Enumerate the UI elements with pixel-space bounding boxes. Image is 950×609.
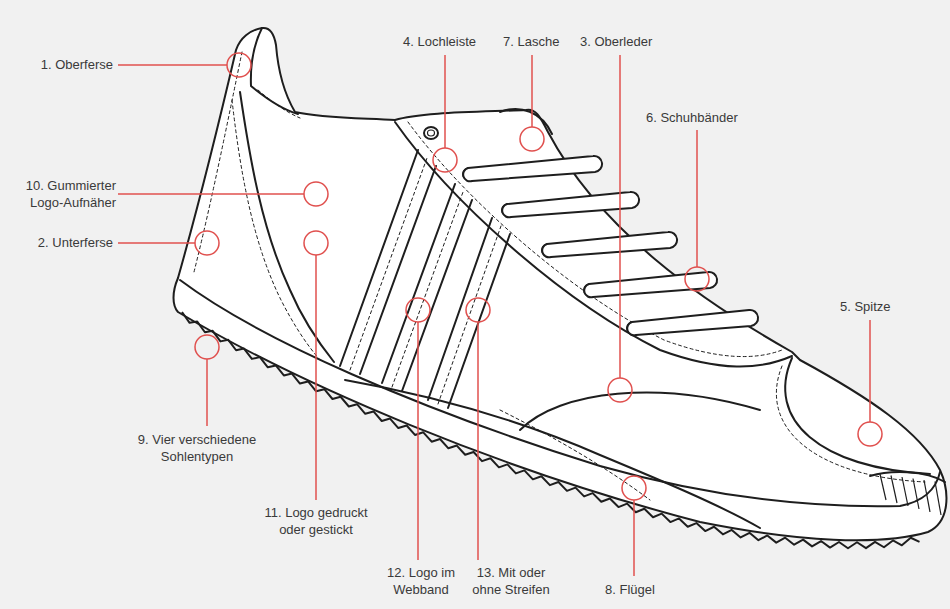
callout-label: 12. Logo im Webband (380, 564, 462, 598)
shoelace (542, 232, 677, 257)
callout-label: 4. Lochleiste (403, 33, 476, 50)
callout-circle (685, 267, 709, 291)
toe-ridge (891, 476, 897, 504)
callout-label: 6. Schuhbänder (646, 109, 738, 126)
callout-circle (520, 127, 544, 151)
vamp-line (520, 393, 760, 430)
leader-line (869, 320, 871, 422)
eyestay-edge (395, 122, 792, 367)
leader-line (531, 55, 533, 127)
shoe-outline (174, 28, 947, 540)
shoelace (584, 272, 717, 297)
callout-label: 13. Mit oder ohne Streifen (463, 564, 559, 598)
toe-ridge (924, 480, 930, 512)
callout-label: 8. Flügel (605, 581, 655, 598)
callout-circle (195, 231, 219, 255)
midsole-line (180, 280, 940, 506)
callout-label: 7. Lasche (503, 33, 559, 50)
callout-circle (304, 231, 328, 255)
collar-stitch (258, 90, 300, 118)
callout-label: 9. Vier verschiedene Sohlentypen (125, 431, 270, 465)
callout-circle (406, 298, 430, 322)
callout-circle (608, 378, 632, 402)
tongue (500, 109, 552, 134)
leader-line (477, 322, 479, 560)
leader-line (118, 242, 195, 244)
stripe (382, 184, 472, 391)
callout-circle (622, 476, 646, 500)
leader-line (315, 255, 317, 500)
leader-line (633, 500, 635, 576)
callout-circle (304, 182, 328, 206)
callout-circle (466, 298, 490, 322)
leader-line (444, 55, 446, 148)
wing (345, 380, 760, 528)
callout-label: 11. Logo gedruckt oder gestickt (254, 504, 379, 538)
callout-label: 3. Oberleder (580, 33, 652, 50)
toe-ridge (935, 482, 941, 516)
collar-stitch (194, 52, 242, 272)
callout-circle (227, 53, 251, 77)
toe-ridge (913, 479, 919, 510)
leader-line (619, 55, 621, 378)
heel-tab (251, 28, 298, 114)
callout-circle (195, 335, 219, 359)
callout-circle (433, 148, 457, 172)
shoelace (627, 310, 758, 335)
heel-counter-stitch (232, 100, 320, 360)
leader-line (118, 193, 304, 195)
leader-line (118, 64, 227, 66)
toe-ridge (880, 474, 886, 500)
leader-line (696, 130, 698, 267)
sole-tread (182, 312, 920, 548)
callout-label: 1. Oberferse (41, 56, 113, 73)
wing-stitch (500, 410, 650, 500)
callout-label: 2. Unterferse (38, 234, 113, 251)
toe-cap-stitch (776, 366, 925, 482)
callout-label: 10. Gummierter Logo-Aufnäher (4, 177, 116, 211)
eyelet (428, 130, 435, 136)
shoelace (502, 192, 639, 217)
eyelet (424, 127, 438, 139)
stripe (428, 218, 510, 408)
toe-ridge (902, 477, 908, 506)
leader-line (417, 322, 419, 560)
callout-circle (858, 422, 882, 446)
leader-line (206, 359, 208, 426)
shoelace (463, 156, 602, 181)
eyestay-stitch (408, 122, 782, 357)
toe-cap (785, 358, 930, 474)
callout-label: 5. Spitze (840, 298, 891, 315)
